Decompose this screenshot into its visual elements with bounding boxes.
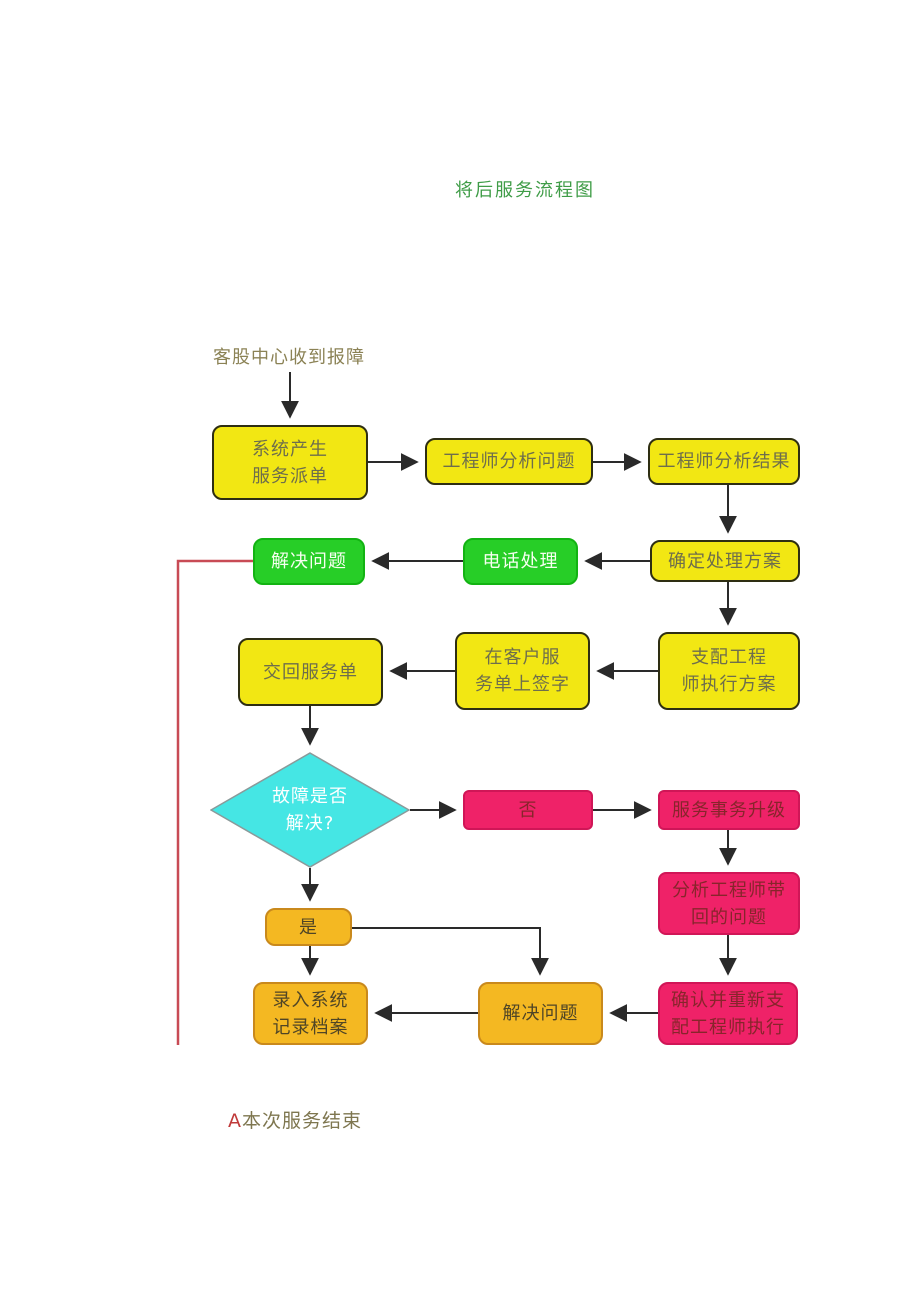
end-label-text: 本次服务结束 — [242, 1110, 363, 1132]
node-assign-engineer: 支配工程 师执行方案 — [658, 632, 800, 710]
decision-diamond-shape — [210, 752, 410, 868]
start-label: 客股中心收到报障 — [213, 347, 365, 368]
node-analyze-problem: 工程师分析问题 — [425, 438, 593, 485]
node-yes-branch: 是 — [265, 908, 352, 946]
node-return-order: 交回服务单 — [238, 638, 383, 706]
page-title: 将后服务流程图 — [455, 180, 595, 201]
node-analyze-return: 分析工程师带 回的问题 — [658, 872, 800, 935]
node-no-branch: 否 — [463, 790, 593, 830]
edge-yes-to-solve2 — [352, 927, 549, 976]
node-solve-problem-2: 解决问题 — [478, 982, 603, 1045]
node-record-archive: 录入系统 记录档案 — [253, 982, 368, 1045]
node-escalate: 服务事务升级 — [658, 790, 800, 830]
node-confirm-plan: 确定处理方案 — [650, 540, 800, 582]
end-label: A本次服务结束 — [228, 1106, 362, 1133]
node-fault-resolved-decision: 故障是否 解决? — [210, 752, 410, 868]
node-reassign: 确认并重新支 配工程师执行 — [658, 982, 798, 1045]
decision-label: 故障是否 解决? — [272, 786, 348, 834]
node-create-order: 系统产生 服务派单 — [212, 425, 368, 500]
end-label-prefix: A — [228, 1110, 242, 1132]
node-solve-problem: 解决问题 — [253, 538, 365, 585]
node-analyze-result: 工程师分析结果 — [648, 438, 800, 485]
node-phone-handle: 电话处理 — [463, 538, 578, 585]
node-sign-order: 在客户服 务单上签字 — [455, 632, 590, 710]
